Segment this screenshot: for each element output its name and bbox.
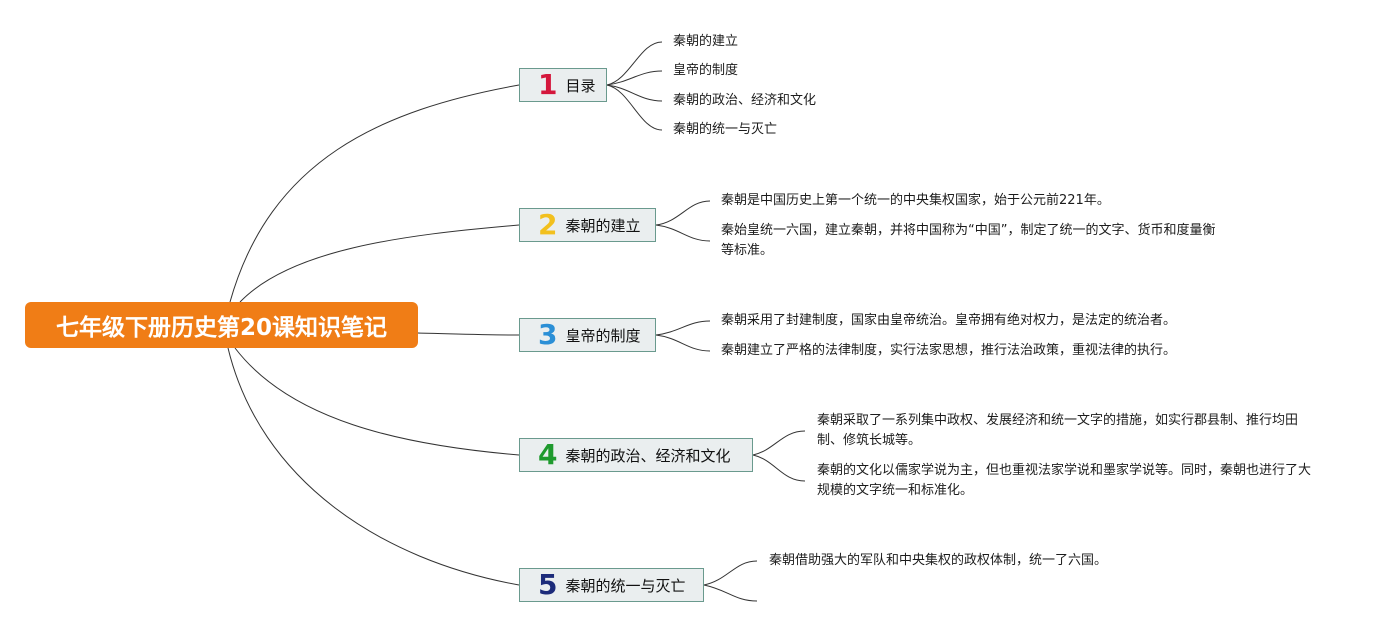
- leaf-item[interactable]: 秦朝采用了封建制度，国家由皇帝统治。皇帝拥有绝对权力，是法定的统治者。: [721, 313, 1177, 328]
- branch-4[interactable]: 4 秦朝的政治、经济和文化: [519, 438, 753, 472]
- link-b1-item-2: [606, 70, 663, 86]
- leaf-item[interactable]: 秦始皇统一六国，建立秦朝，并将中国称为“中国”，制定了统一的文字、货币和度量衡等…: [721, 223, 1216, 258]
- branch-number: 1: [538, 68, 558, 101]
- leaf-item[interactable]: 秦朝采取了一系列集中政权、发展经济和统一文字的措施，如实行郡县制、推行均田制、修…: [817, 413, 1299, 448]
- leaf-item[interactable]: 秦朝的建立: [673, 34, 739, 49]
- branch-1[interactable]: 1 目录: [519, 68, 607, 102]
- link-b4-item-1: [752, 430, 806, 456]
- root-topic[interactable]: 七年级下册历史第20课知识笔记: [25, 302, 418, 348]
- link-root-branch-3: [417, 332, 520, 336]
- link-b5-item-2: [703, 584, 758, 602]
- branch-label: 秦朝的统一与灭亡: [565, 576, 686, 595]
- branch-3[interactable]: 3 皇帝的制度: [519, 318, 656, 352]
- branch-number: 5: [538, 568, 558, 601]
- link-b1-item-3: [606, 84, 663, 102]
- link-b1-item-1: [606, 41, 663, 86]
- leaf-item[interactable]: 皇帝的制度: [673, 63, 739, 78]
- link-b3-item-2: [655, 334, 711, 352]
- leaf-item[interactable]: 秦朝的政治、经济和文化: [673, 93, 817, 108]
- link-b5-item-1: [703, 560, 758, 586]
- link-b2-item-1: [655, 200, 711, 226]
- root-title: 七年级下册历史第20课知识笔记: [55, 315, 387, 341]
- link-root-branch-2: [239, 224, 520, 303]
- branch-label: 秦朝的政治、经济和文化: [565, 446, 731, 465]
- leaf-item[interactable]: 秦朝的文化以儒家学说为主，但也重视法家学说和墨家学说等。同时，秦朝也进行了大规模…: [817, 463, 1312, 498]
- leaf-item[interactable]: 秦朝的统一与灭亡: [673, 122, 778, 137]
- link-root-branch-4: [234, 347, 520, 456]
- link-b1-item-4: [606, 84, 663, 131]
- branch-label: 目录: [565, 76, 596, 95]
- leaf-item[interactable]: 秦朝借助强大的军队和中央集权的政权体制，统一了六国。: [769, 553, 1108, 568]
- branch-2[interactable]: 2 秦朝的建立: [519, 208, 656, 242]
- branch-number: 4: [538, 438, 558, 471]
- branch-label: 皇帝的制度: [565, 326, 641, 345]
- branch-5[interactable]: 5 秦朝的统一与灭亡: [519, 568, 704, 602]
- link-b2-item-2: [655, 224, 711, 242]
- leaf-item[interactable]: 秦朝是中国历史上第一个统一的中央集权国家，始于公元前221年。: [721, 193, 1110, 208]
- link-root-branch-5: [227, 347, 520, 586]
- link-b4-item-2: [752, 454, 806, 482]
- link-b3-item-1: [655, 320, 711, 336]
- link-root-branch-1: [229, 84, 520, 303]
- branch-number: 2: [538, 208, 558, 241]
- branch-label: 秦朝的建立: [565, 216, 641, 235]
- branch-number: 3: [538, 318, 558, 351]
- leaf-item[interactable]: 秦朝建立了严格的法律制度，实行法家思想，推行法治政策，重视法律的执行。: [721, 343, 1177, 358]
